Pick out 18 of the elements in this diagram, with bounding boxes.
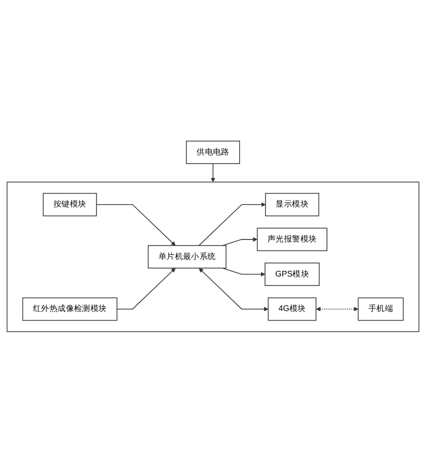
cluster bbox=[6, 181, 420, 332]
node-box: GPS模块 bbox=[264, 262, 320, 286]
arrow bbox=[222, 236, 258, 246]
arrow bbox=[116, 268, 176, 310]
node-box: 红外热成像检测模块 bbox=[22, 297, 118, 320]
node-box: 手机端 bbox=[358, 297, 404, 320]
arrow bbox=[198, 268, 268, 311]
arrow bbox=[222, 267, 266, 276]
node-box: 供电电路 bbox=[186, 140, 240, 164]
node-box: 单片机最小系统 bbox=[148, 244, 226, 268]
arrow bbox=[198, 202, 266, 246]
arrow bbox=[316, 306, 358, 311]
node-box: 按键模块 bbox=[42, 192, 97, 216]
node-box: 显示模块 bbox=[265, 192, 320, 216]
node-box: 声光报警模块 bbox=[256, 227, 328, 251]
arrow bbox=[96, 204, 176, 246]
arrow bbox=[210, 162, 216, 182]
node-box: 4G模块 bbox=[268, 297, 316, 320]
